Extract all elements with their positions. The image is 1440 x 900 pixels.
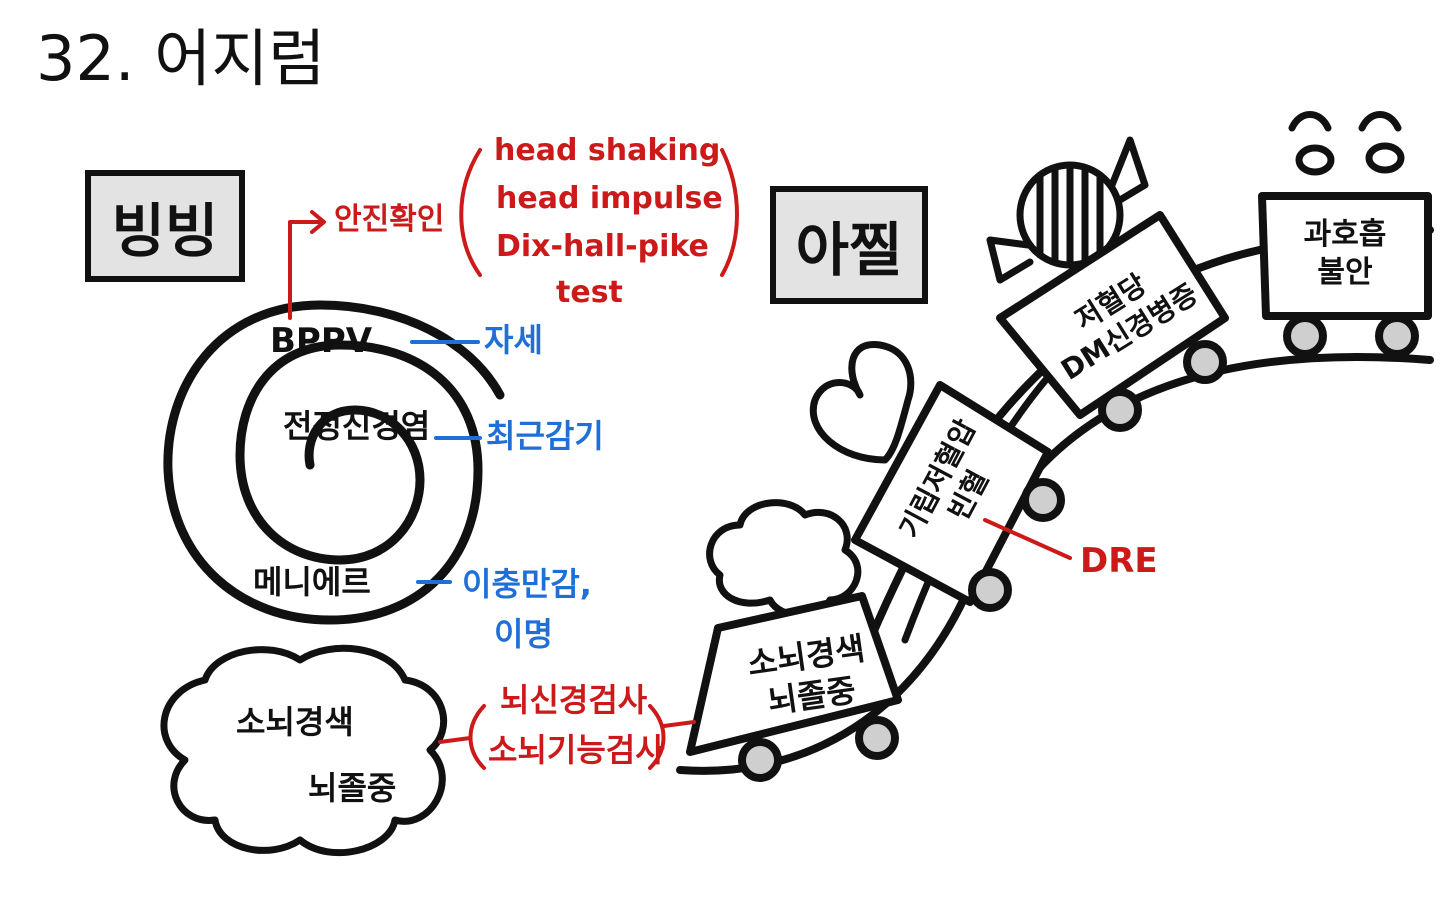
wheel: [1183, 340, 1227, 384]
exam-bracket-right: [648, 704, 666, 770]
posture-annotation: 자세: [484, 321, 543, 359]
small-cloud-shape: [706, 499, 862, 619]
wheel: [1021, 478, 1065, 522]
recent-cold-annotation: 최근감기: [486, 417, 604, 455]
cart-4-line1: 과호흡: [1303, 217, 1387, 252]
neuritis-label: 전정신경염: [283, 407, 431, 445]
cart-4-body: [1258, 192, 1432, 320]
test-head-shaking: head shaking: [494, 133, 721, 168]
ear-fullness-annotation: 이충만감,: [462, 565, 592, 603]
tinnitus-annotation: 이명: [494, 615, 553, 653]
wheel: [1098, 388, 1142, 432]
cloud-link-line: [438, 736, 472, 744]
heading-faint: 아찔: [770, 186, 928, 304]
bppv-arrow: [288, 220, 324, 320]
dre-line: [983, 518, 1072, 560]
cart-1-body: [686, 592, 902, 756]
tests-bracket-right: [720, 148, 739, 277]
cranial-nerve-exam-label: 뇌신경검사: [500, 681, 648, 719]
bppv-label: BPPV: [270, 321, 373, 361]
test-head-impulse: head impulse: [496, 181, 723, 216]
spiral-line: [163, 300, 505, 625]
cart-4-line2: 불안: [1317, 254, 1373, 290]
candy-shape: [986, 136, 1149, 284]
page-title: 32. 어지럼: [36, 22, 326, 95]
cart-3-body: [996, 211, 1229, 419]
wheel: [738, 738, 782, 782]
test-word: test: [556, 275, 623, 310]
cloud-label-line1: 소뇌경색: [236, 703, 354, 741]
cerebellar-exam-label: 소뇌기능검사: [488, 731, 665, 769]
cart-4-label: 과호흡 불안: [1280, 216, 1410, 291]
eyes-shape: [1288, 111, 1405, 176]
nystagmus-check-label: 안진확인: [334, 202, 445, 237]
cloud-label-line2: 뇌졸중: [308, 769, 397, 807]
heart-shape: [809, 341, 915, 464]
arrow-head: [310, 210, 326, 234]
cart-2-body: [851, 381, 1052, 606]
heading-spinning: 빙빙: [85, 170, 245, 282]
tests-bracket-left: [459, 148, 482, 277]
dre-label: DRE: [1080, 541, 1158, 581]
wheel: [1375, 314, 1419, 358]
cloud-shape: [160, 644, 448, 857]
exam-bracket-left: [468, 704, 486, 770]
wheel: [855, 716, 899, 760]
meniere-label: 메니에르: [253, 563, 371, 601]
wheel: [968, 568, 1012, 612]
wheel: [1283, 314, 1327, 358]
test-dix-hallpike: Dix-hall-pike: [496, 229, 709, 264]
cart-link-line: [662, 720, 696, 728]
